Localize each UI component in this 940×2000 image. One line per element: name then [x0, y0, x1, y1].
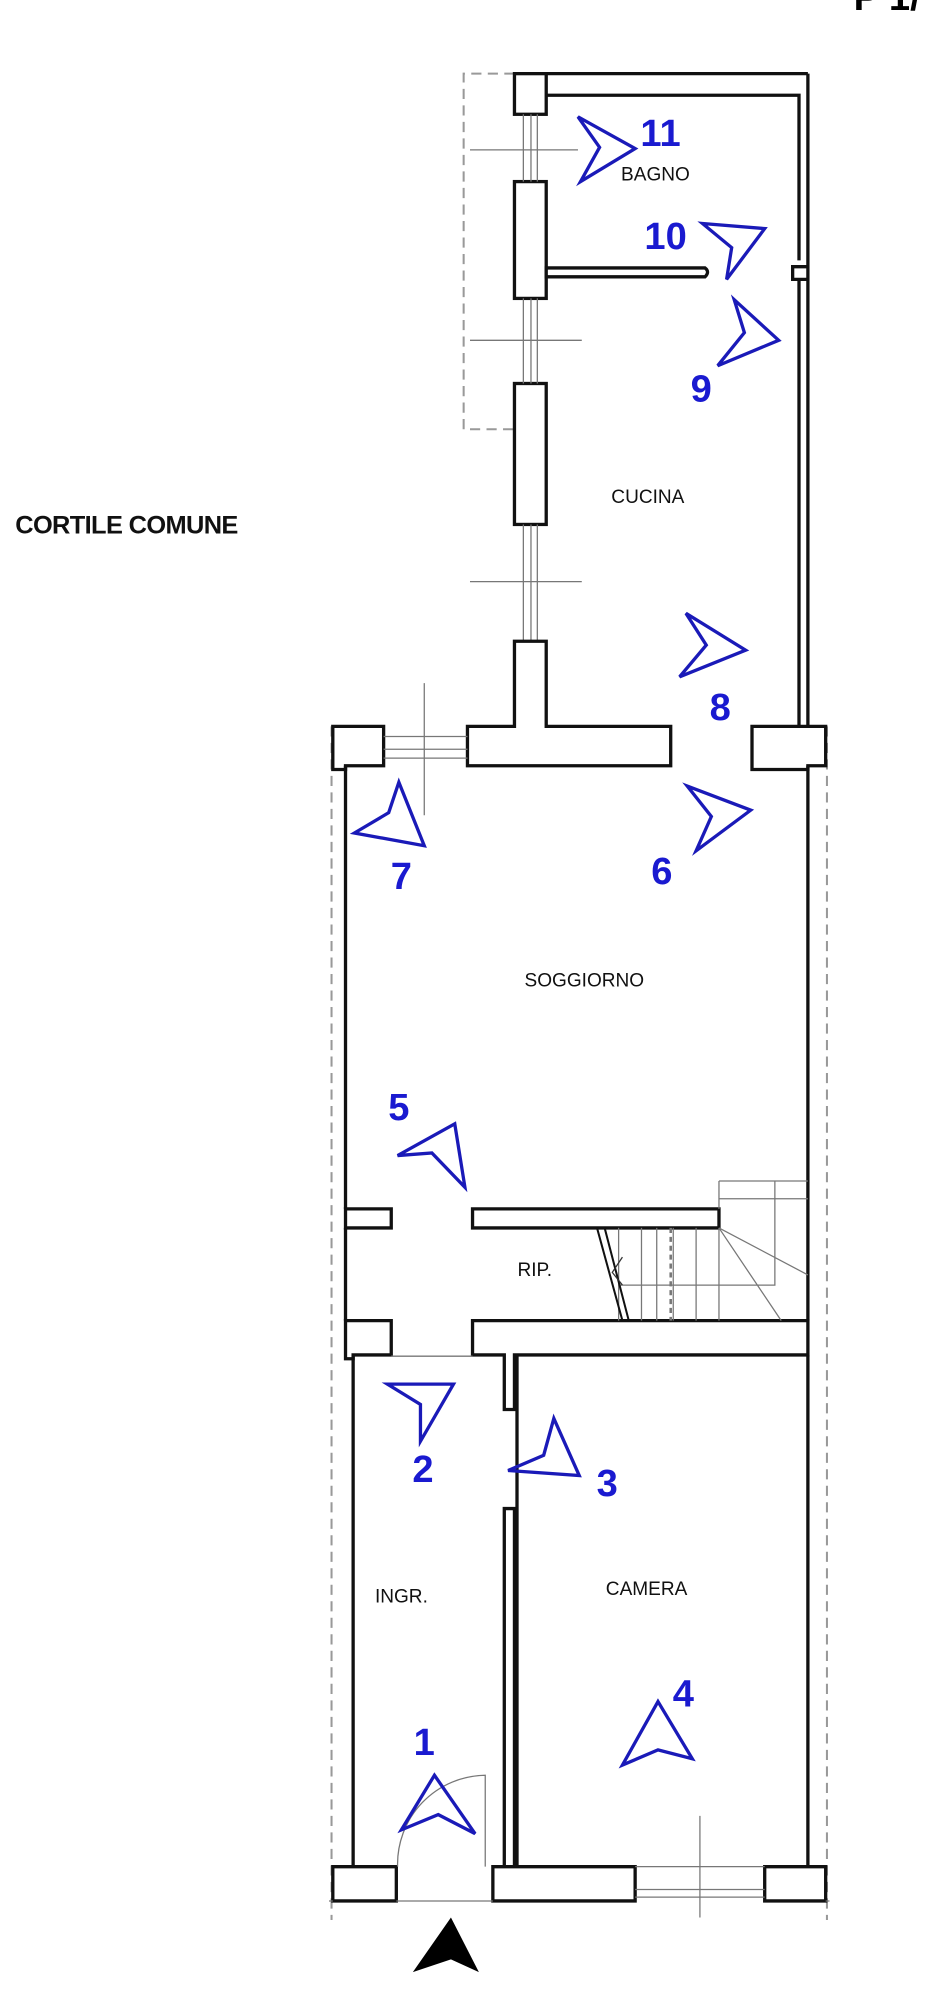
room-label-cucina: CUCINA [611, 487, 684, 508]
svg-text:3: 3 [597, 1463, 618, 1505]
photo-marker-1[interactable]: 1 [397, 1722, 477, 1836]
walls-upper [469, 72, 810, 727]
svg-text:6: 6 [651, 851, 672, 893]
photo-marker-2[interactable]: 2 [381, 1382, 457, 1491]
photo-marker-9[interactable]: 9 [691, 294, 782, 411]
walls-lower [329, 1354, 830, 1918]
room-label-camera: CAMERA [606, 1579, 688, 1600]
svg-text:2: 2 [412, 1449, 433, 1491]
svg-text:4: 4 [673, 1674, 694, 1716]
room-label-ingr: INGR. [375, 1587, 428, 1608]
svg-text:1: 1 [414, 1722, 435, 1764]
page-label: P 1/ [854, 0, 922, 19]
svg-text:8: 8 [710, 687, 731, 729]
entrance-door [396, 1774, 486, 1867]
photo-marker-8[interactable]: 8 [678, 611, 750, 729]
courtyard-label: CORTILE COMUNE [15, 511, 237, 539]
entrance-arrow-icon [412, 1917, 479, 1973]
walls-living [331, 639, 828, 1321]
svg-text:9: 9 [691, 368, 712, 410]
room-label-rip: RIP. [517, 1260, 552, 1281]
photo-marker-11[interactable]: 11 [576, 113, 681, 187]
room-label-soggiorno: SOGGIORNO [525, 971, 645, 992]
walls-landing [343, 1180, 810, 1412]
photo-marker-7[interactable]: 7 [349, 777, 427, 898]
svg-text:5: 5 [388, 1087, 409, 1129]
room-label-bagno: BAGNO [621, 164, 690, 185]
photo-marker-10[interactable]: 10 [644, 216, 768, 281]
property-boundary [330, 72, 828, 1920]
photo-marker-4[interactable]: 4 [618, 1674, 696, 1769]
svg-text:11: 11 [640, 113, 680, 155]
svg-text:10: 10 [644, 216, 686, 258]
photo-marker-6[interactable]: 6 [651, 782, 755, 893]
photo-marker-5[interactable]: 5 [388, 1087, 468, 1193]
photo-marker-3[interactable]: 3 [507, 1413, 618, 1505]
staircase [596, 1180, 809, 1321]
svg-text:7: 7 [391, 856, 412, 898]
